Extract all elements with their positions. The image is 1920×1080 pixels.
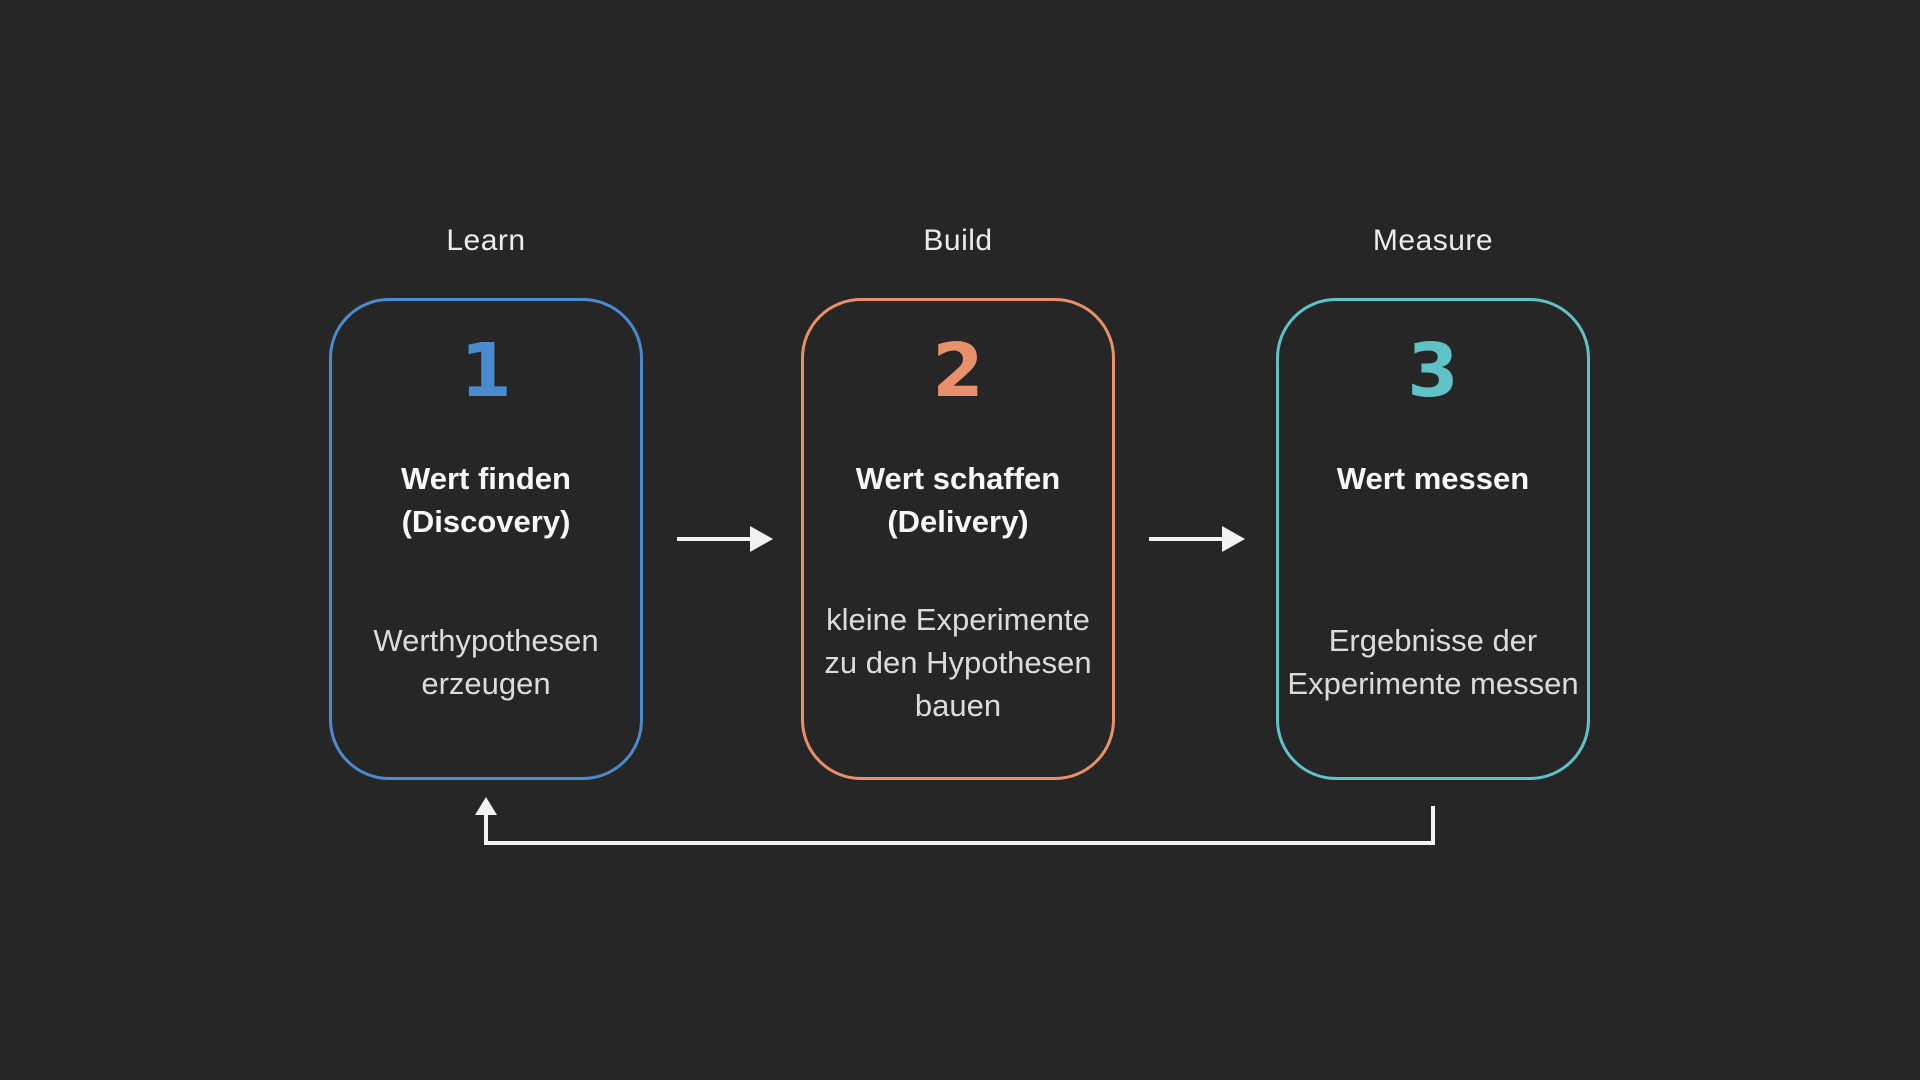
step-card-build: 2 Wert schaffen (Delivery) kleine Experi… [801, 298, 1115, 780]
step-number: 1 [460, 328, 512, 414]
step-number: 3 [1407, 328, 1459, 414]
feedback-loop-left-segment [484, 814, 488, 845]
step-title: Wert finden (Discovery) [401, 461, 571, 539]
step-description: kleine Experimente zu den Hypothesen bau… [824, 601, 1092, 723]
step-title: Wert schaffen (Delivery) [855, 461, 1061, 539]
step-title: Wert messen [1336, 461, 1530, 496]
arrow-shaft [1149, 537, 1225, 541]
step-card-learn: 1 Wert finden (Discovery) Werthypothesen… [329, 298, 643, 780]
step-description: Ergebnisse der Experimente messen [1287, 623, 1579, 701]
feedback-loop-horizontal-segment [484, 841, 1435, 845]
arrow-learn-to-build-icon [677, 526, 773, 552]
step-card-measure: 3 Wert messen Ergebnisse der Experimente… [1276, 298, 1590, 780]
column-header-measure: Measure [1372, 224, 1494, 257]
column-header-learn: Learn [446, 224, 526, 257]
step-number: 2 [932, 328, 984, 414]
arrow-shaft [677, 537, 753, 541]
arrow-build-to-measure-icon [1149, 526, 1245, 552]
feedback-loop-arrowhead-icon [475, 797, 497, 815]
column-header-build: Build [923, 224, 993, 257]
arrow-head-icon [750, 526, 773, 552]
arrow-head-icon [1222, 526, 1245, 552]
step-description: Werthypothesen erzeugen [373, 623, 599, 701]
feedback-loop-right-segment [1431, 806, 1435, 845]
